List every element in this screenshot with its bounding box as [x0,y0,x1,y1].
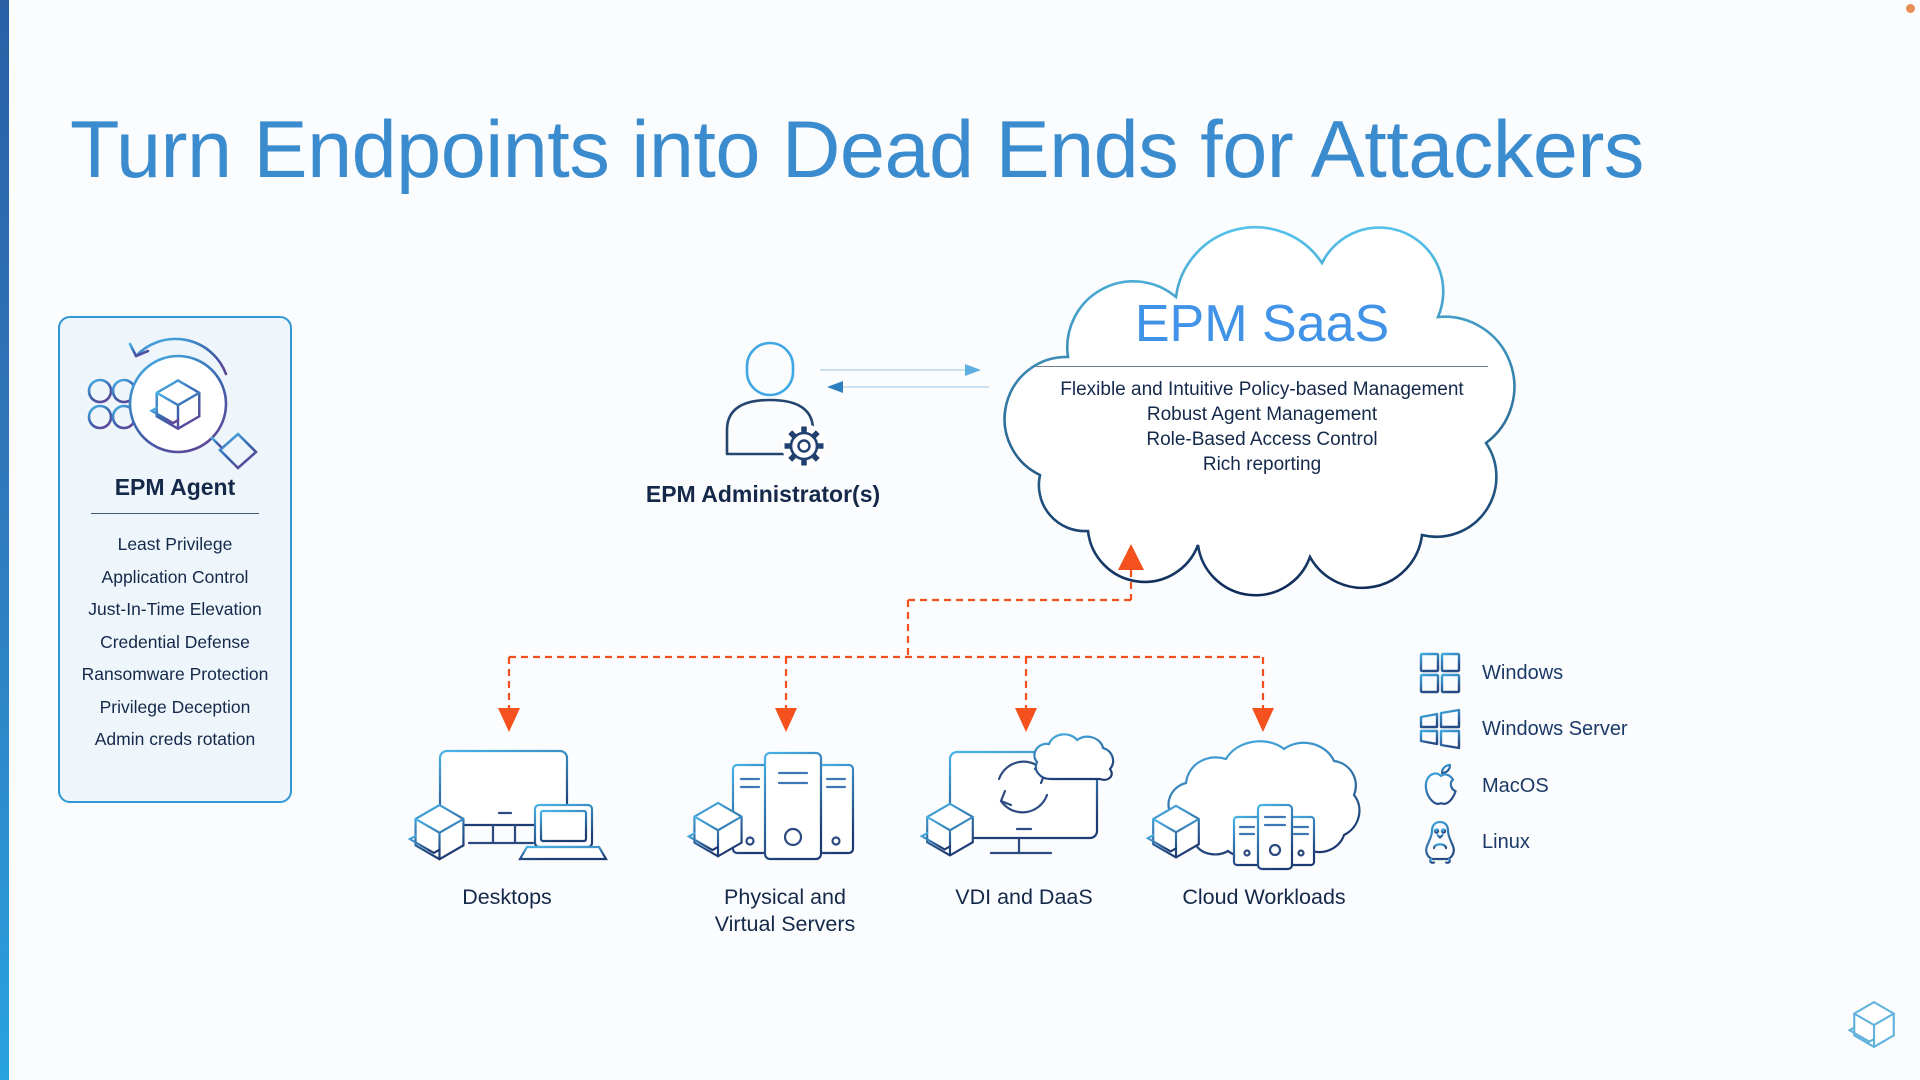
platform-label: Linux [1482,830,1530,853]
agent-capability: Admin creds rotation [94,729,256,749]
saas-divider [1036,366,1488,367]
arrow-down-icon [1252,708,1274,732]
saas-feature: Role-Based Access Control [1146,429,1378,450]
saas-feature: Rich reporting [1202,454,1322,475]
endpoint-label: Cloud Workloads [1182,885,1346,909]
platform-label: MacOS [1482,774,1549,797]
gear-icon [782,424,826,468]
agent-panel-title: EPM Agent [114,474,236,500]
platform-row-macos: MacOS [1418,762,1549,810]
windows-server-icon [1419,708,1461,750]
arrow-down-icon [775,708,797,732]
agent-panel-divider [91,513,259,514]
left-accent-bar [0,0,9,1080]
arrow-down-icon [498,708,520,732]
cloud-workloads-icon [1146,740,1361,871]
platform-row-windows: Windows [1418,649,1563,697]
admin-label: EPM Administrator(s) [645,481,881,507]
apple-icon [1424,763,1457,806]
agent-capability: Credential Defense [100,631,250,652]
arrow-down-icon [1015,708,1037,732]
endpoint-label: Desktops [462,885,552,909]
windows-icon [1419,652,1461,694]
platform-row-linux: Linux [1418,818,1530,866]
corner-dot [1906,4,1915,13]
agent-capability: Privilege Deception [99,696,251,717]
agent-magnifier-cube-icon [87,337,258,470]
saas-feature: Flexible and Intuitive Policy-based Mana… [1060,379,1464,400]
epm-agent-panel: EPM Agent Least Privilege Application Co… [58,316,292,803]
platform-label: Windows [1482,661,1564,684]
linux-penguin-icon [1425,820,1455,864]
agent-capability: Just-In-Time Elevation [88,599,262,619]
saas-feature: Robust Agent Management [1146,404,1378,425]
servers-icon [687,751,855,861]
endpoint-label: VDI and DaaS [955,885,1093,909]
platform-label: Windows Server [1482,717,1628,740]
page-title: Turn Endpoints into Dead Ends for Attack… [70,105,1644,196]
vdi-daas-icon [920,733,1115,857]
desktops-icon [408,749,608,861]
saas-title: EPM SaaS [1134,295,1390,353]
agent-capability: Ransomware Protection [81,664,269,684]
saas-cloud-content: EPM SaaS Flexible and Intuitive Policy-b… [1012,294,1512,477]
saas-cloud-shape [1003,225,1516,597]
agent-capability: Least Privilege [117,534,233,554]
cyberark-cube-logo [1848,1001,1895,1048]
agent-capability-list: Least Privilege Application Control Just… [82,528,269,756]
platform-row-windows-server: Windows Server [1418,705,1628,753]
admin-person-gear-icon [725,341,826,468]
agent-capability: Application Control [101,566,249,587]
endpoint-label: Physical and Virtual Servers [714,885,856,936]
sync-arrows-icon [820,364,989,393]
